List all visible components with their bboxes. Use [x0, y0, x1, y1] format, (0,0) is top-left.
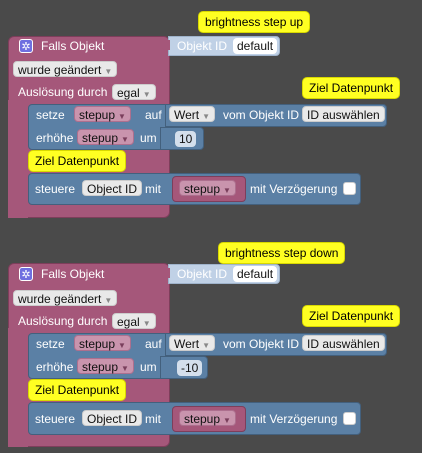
- select-id-button-2[interactable]: ID auswählen: [302, 335, 385, 351]
- dropdown-arrow-icon: ▼: [142, 90, 151, 99]
- from-object-label-2: vom Objekt ID: [223, 337, 300, 351]
- trigger-dropdown-2[interactable]: egal▼: [112, 313, 156, 329]
- comment-target-outer-2[interactable]: Ziel Datenpunkt: [303, 306, 400, 326]
- socket-tab-2: [162, 268, 170, 278]
- delay-checkbox[interactable]: [343, 182, 356, 195]
- condition-value-2: wurde geändert: [18, 292, 102, 306]
- dropdown-arrow-icon: ▼: [202, 341, 211, 350]
- trigger-block-left-bar-2: [8, 328, 28, 447]
- delay-label-2: mit Verzögerung: [250, 412, 338, 426]
- on-label: auf: [145, 108, 162, 122]
- object-id-value[interactable]: default: [233, 38, 278, 54]
- gear-icon[interactable]: ✲: [19, 267, 33, 281]
- dropdown-arrow-icon: ▼: [121, 135, 129, 144]
- trigger-dropdown[interactable]: egal▼: [112, 84, 156, 100]
- trigger-value-2: egal: [117, 315, 140, 329]
- value-dropdown-2[interactable]: Wert▼: [169, 335, 216, 351]
- dropdown-arrow-icon: ▼: [104, 296, 113, 305]
- delay-label: mit Verzögerung: [250, 182, 338, 196]
- trigger-title-2: Falls Objekt: [41, 267, 105, 281]
- amount-field-2[interactable]: -10: [177, 360, 203, 376]
- increment-label: erhöhe: [36, 131, 74, 145]
- with-label: mit: [145, 182, 161, 196]
- select-id-button[interactable]: ID auswählen: [302, 106, 385, 122]
- control-object-button-2[interactable]: Object ID: [82, 410, 143, 426]
- by-label-2: um: [140, 360, 157, 374]
- control-label-2: steuere: [35, 412, 76, 426]
- dropdown-arrow-icon: ▼: [142, 319, 151, 328]
- trigger-label: Auslösung durch: [18, 85, 108, 99]
- comment-target-inner[interactable]: Ziel Datenpunkt: [29, 151, 126, 171]
- increment-variable-dropdown[interactable]: stepup▼: [77, 129, 134, 145]
- dropdown-arrow-icon: ▼: [118, 112, 126, 121]
- comment-target-outer[interactable]: Ziel Datenpunkt: [303, 78, 400, 98]
- set-variable-dropdown[interactable]: stepup▼: [74, 106, 131, 122]
- dropdown-arrow-icon: ▼: [104, 67, 113, 76]
- increment-label-2: erhöhe: [36, 360, 74, 374]
- trigger-value: egal: [117, 86, 140, 100]
- set-variable-value: stepup: [79, 108, 116, 122]
- trigger-label-2: Auslösung durch: [18, 314, 108, 328]
- on-label-2: auf: [145, 337, 162, 351]
- comment-target-inner-2[interactable]: Ziel Datenpunkt: [29, 380, 126, 400]
- control-variable-value: stepup: [184, 182, 221, 196]
- dropdown-arrow-icon: ▼: [223, 186, 231, 195]
- control-variable-dropdown-2[interactable]: stepup▼: [179, 410, 236, 426]
- by-label: um: [140, 131, 157, 145]
- control-variable-value-2: stepup: [184, 412, 221, 426]
- set-variable-dropdown-2[interactable]: stepup▼: [74, 335, 131, 351]
- condition-dropdown-2[interactable]: wurde geändert▼: [13, 290, 118, 306]
- comment-brightness-step-up[interactable]: brightness step up: [199, 12, 310, 32]
- set-label: setze: [36, 108, 65, 122]
- increment-variable-value-2: stepup: [82, 360, 119, 374]
- control-label: steuere: [35, 182, 76, 196]
- delay-checkbox-2[interactable]: [343, 412, 356, 425]
- dropdown-arrow-icon: ▼: [223, 416, 231, 425]
- increment-variable-dropdown-2[interactable]: stepup▼: [77, 358, 134, 374]
- condition-value: wurde geändert: [18, 63, 102, 77]
- with-label-2: mit: [145, 412, 161, 426]
- condition-dropdown[interactable]: wurde geändert▼: [13, 61, 118, 77]
- value-dropdown-text: Wert: [174, 108, 200, 122]
- set-variable-value-2: stepup: [79, 337, 116, 351]
- trigger-title: Falls Objekt: [41, 39, 105, 53]
- object-id-label-2: Objekt ID: [177, 267, 228, 281]
- amount-field[interactable]: 10: [175, 131, 197, 147]
- set-label-2: setze: [36, 337, 65, 351]
- socket-tab: [162, 40, 170, 50]
- from-object-label: vom Objekt ID: [223, 108, 300, 122]
- dropdown-arrow-icon: ▼: [121, 364, 129, 373]
- value-dropdown[interactable]: Wert▼: [169, 106, 216, 122]
- control-variable-dropdown[interactable]: stepup▼: [179, 180, 236, 196]
- trigger-block-left-bar: [8, 100, 28, 218]
- gear-icon[interactable]: ✲: [19, 39, 33, 53]
- object-id-value-2[interactable]: default: [233, 266, 278, 282]
- dropdown-arrow-icon: ▼: [118, 341, 126, 350]
- dropdown-arrow-icon: ▼: [202, 112, 211, 121]
- value-dropdown-text-2: Wert: [174, 337, 200, 351]
- object-id-label: Objekt ID: [177, 39, 228, 53]
- comment-brightness-step-down[interactable]: brightness step down: [219, 243, 345, 263]
- control-object-button[interactable]: Object ID: [82, 180, 143, 196]
- increment-variable-value: stepup: [82, 131, 119, 145]
